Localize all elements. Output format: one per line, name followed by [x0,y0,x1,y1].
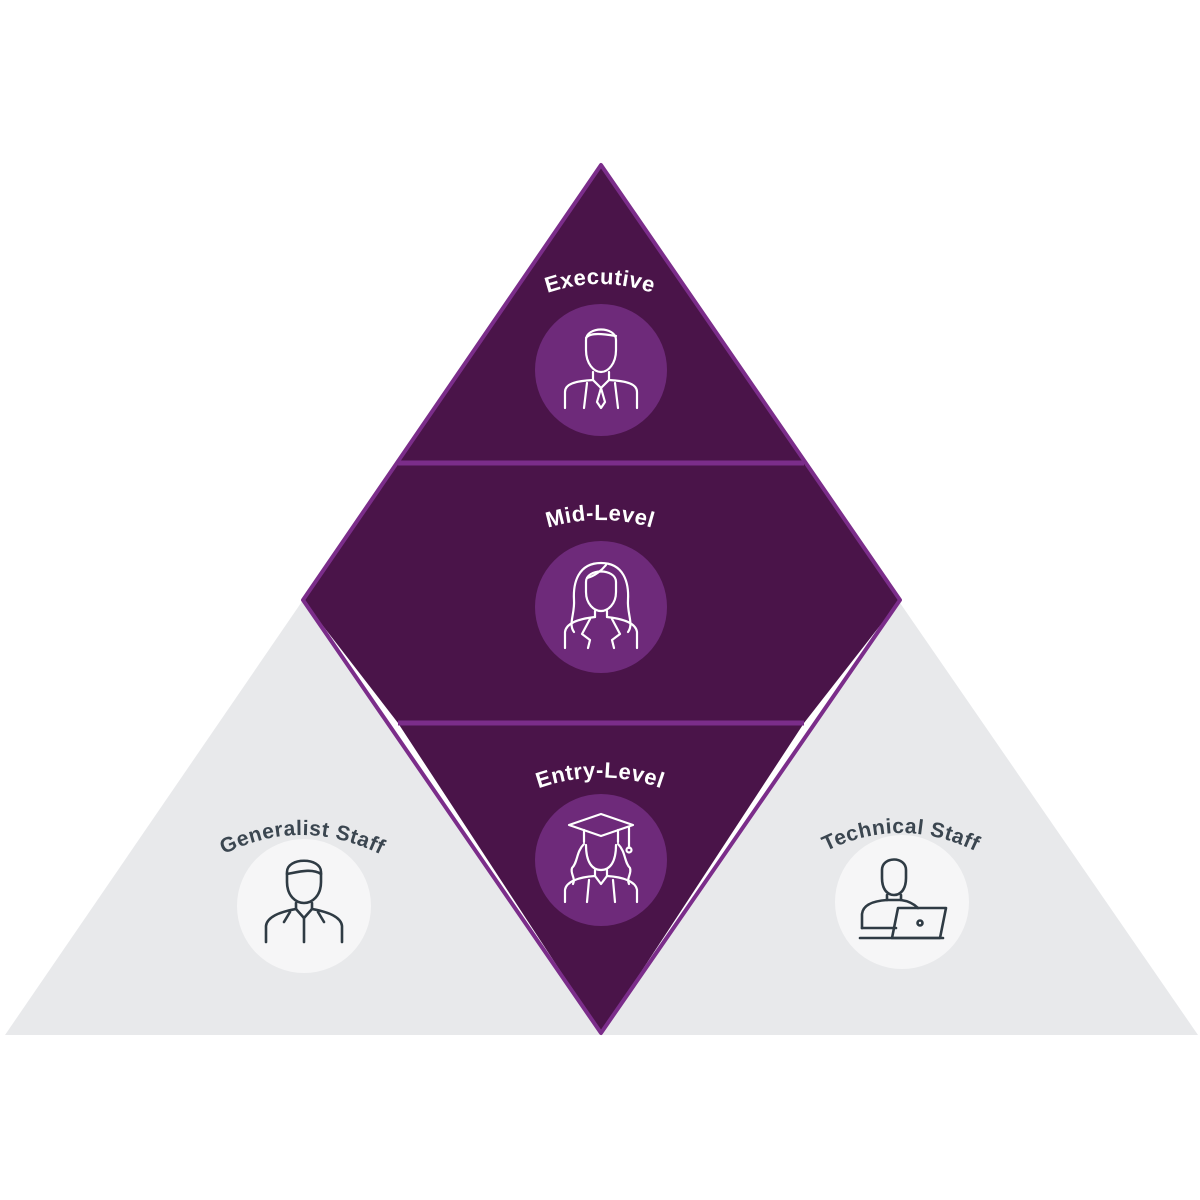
person-laptop-icon [835,835,969,969]
graduate-icon [535,794,667,926]
woman-professional-icon [535,541,667,673]
diamond-border [301,163,902,1035]
generalist-triangle [5,600,600,1035]
technical-triangle [600,600,1198,1035]
person-icon [237,839,371,973]
executive-person-icon [535,304,667,436]
